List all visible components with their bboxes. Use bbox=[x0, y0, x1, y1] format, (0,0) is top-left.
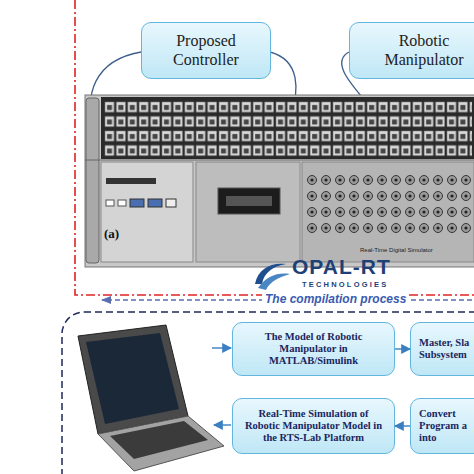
process-box: The Model of Robotic Manipulator in MATL… bbox=[232, 322, 395, 376]
bnc-grid bbox=[305, 170, 473, 236]
laptop-screen bbox=[86, 333, 179, 424]
process-box: Proposed Controller bbox=[141, 22, 271, 79]
box-text: Convert Program a into bbox=[419, 408, 474, 444]
box-text: Robotic Manipulator bbox=[368, 32, 474, 69]
io-panel bbox=[101, 162, 193, 262]
laptop-lid bbox=[78, 325, 188, 434]
box-text: The Model of Robotic Manipulator in MATL… bbox=[244, 331, 384, 367]
rack-body bbox=[85, 95, 474, 267]
flow-arrow bbox=[395, 348, 410, 349]
usb-port bbox=[118, 200, 126, 206]
box-text: Proposed Controller bbox=[150, 32, 262, 69]
process-box: Convert Program a into bbox=[410, 398, 474, 454]
card-slot bbox=[218, 188, 280, 214]
process-box: Master, Sla Subsystem bbox=[410, 322, 474, 376]
process-label: The compilation process bbox=[262, 292, 409, 306]
rack-seam bbox=[85, 160, 474, 161]
process-box: Robotic Manipulator bbox=[349, 22, 474, 79]
logo-mark bbox=[255, 264, 290, 290]
port-panel bbox=[101, 97, 474, 159]
rack-handle bbox=[86, 98, 99, 263]
bnc-panel bbox=[302, 162, 474, 262]
logo-text: OPAL-RT bbox=[292, 255, 391, 279]
laptop-photo bbox=[78, 325, 224, 471]
laptop-keyboard bbox=[110, 421, 208, 459]
vga-port bbox=[130, 199, 144, 207]
logo-swirl bbox=[258, 274, 290, 290]
flow-arrow bbox=[395, 425, 410, 426]
panel-tag: (a) bbox=[104, 226, 119, 242]
card-connector bbox=[226, 196, 272, 206]
port-grid bbox=[104, 100, 472, 158]
process-box: Real-Time Simulation of Robotic Manipula… bbox=[232, 398, 395, 454]
brand-strip bbox=[106, 178, 156, 184]
flow-arrow bbox=[212, 347, 231, 348]
usb-port bbox=[106, 200, 114, 206]
logo-text: Real-Time Digital Simulator bbox=[360, 247, 433, 253]
logo-text: TECHNOLOGIES bbox=[302, 280, 388, 289]
laptop-base bbox=[98, 416, 224, 471]
simulator-photo bbox=[85, 95, 474, 267]
vga-port bbox=[148, 199, 162, 207]
box-text: Real-Time Simulation of Robotic Manipula… bbox=[244, 408, 384, 444]
card-panel bbox=[196, 162, 300, 262]
flow-arrow bbox=[214, 424, 231, 425]
box-text: Master, Sla Subsystem bbox=[419, 337, 474, 361]
lan-port bbox=[166, 199, 176, 207]
